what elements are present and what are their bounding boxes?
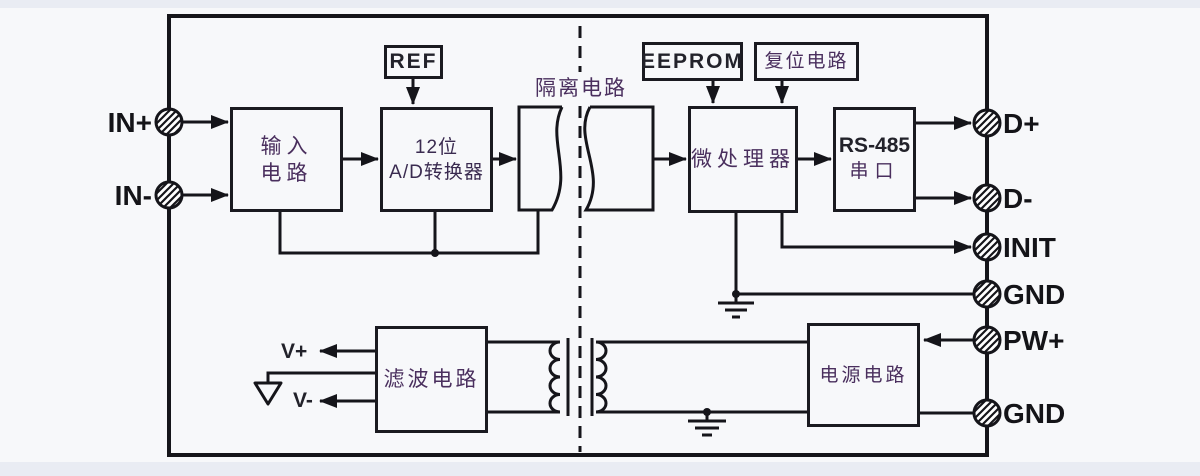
terminal-in-minus <box>154 180 184 210</box>
block-label: 串口 <box>849 161 900 182</box>
wire-analog-common-rail <box>278 210 540 255</box>
block-label: RS-485 <box>838 134 911 157</box>
transformer <box>488 338 807 416</box>
block-reset-circuit: 复位电路 <box>754 42 859 81</box>
block-ad-converter: 12位 A/D转换器 <box>380 107 493 212</box>
block-rs485-serial: RS-485 串口 <box>833 107 916 212</box>
wire-mcu-to-init <box>780 213 972 254</box>
transformer-secondary-coil <box>595 340 807 414</box>
terminal-d-plus <box>972 108 1002 138</box>
digital-ground-symbol <box>718 294 754 319</box>
block-label: EEPROM <box>641 49 745 73</box>
ground-symbols <box>253 294 754 437</box>
terminal-label-d-minus: D- <box>1003 183 1033 214</box>
v-plus-label: V+ <box>281 340 308 363</box>
terminal-label-pw-plus: PW+ <box>1003 325 1065 356</box>
junction-dots <box>431 249 740 416</box>
junction-dot <box>703 408 711 416</box>
block-input-circuit: 输入 电路 <box>230 107 343 212</box>
isolation-box-left <box>517 105 564 212</box>
terminal-d-minus <box>972 183 1002 213</box>
junction-dot <box>732 290 740 298</box>
block-filter-circuit: 滤波电路 <box>375 326 488 433</box>
bottom-edge-strip <box>0 462 1200 476</box>
terminal-label-gnd-1: GND <box>1003 279 1066 310</box>
junction-dot <box>431 249 439 257</box>
terminal-label-in-minus: IN- <box>114 180 152 211</box>
block-power-circuit: 电源电路 <box>807 323 920 427</box>
block-label: 电路 <box>260 161 313 185</box>
analog-ground-triangle-icon <box>253 381 283 406</box>
block-label: 电源电路 <box>819 364 908 386</box>
block-ref: REF <box>384 45 443 79</box>
block-eeprom: EEPROM <box>641 42 745 81</box>
isolation-box-right <box>583 105 655 212</box>
terminal-pw-plus <box>972 325 1002 355</box>
wire-filter-to-analog-ground <box>266 371 375 383</box>
terminal-label-d-plus: D+ <box>1003 108 1040 139</box>
terminal-label-gnd-2: GND <box>1003 398 1066 429</box>
isolation-circuit-label: 隔离电路 <box>528 72 634 102</box>
block-label: A/D转换器 <box>389 161 484 183</box>
block-label: 滤波电路 <box>383 368 480 391</box>
terminal-gnd-1 <box>972 279 1002 309</box>
block-label: 复位电路 <box>764 51 849 72</box>
terminal-gnd-2 <box>972 398 1002 428</box>
top-edge-strip <box>0 0 1200 8</box>
block-label: 微处理器 <box>691 148 795 171</box>
terminal-label-in-plus: IN+ <box>107 107 152 138</box>
block-label: REF <box>389 50 438 73</box>
terminal-circles <box>154 107 1002 428</box>
terminal-in-plus <box>154 107 184 137</box>
v-minus-label: V- <box>293 389 313 412</box>
block-label: 12位 <box>414 136 459 158</box>
block-label: 输入 <box>260 134 313 158</box>
wire-mcu-to-gnd <box>734 213 974 296</box>
transformer-primary-coil <box>488 340 561 414</box>
terminal-init <box>972 232 1002 262</box>
block-microprocessor: 微处理器 <box>688 106 798 213</box>
terminal-label-init: INIT <box>1003 232 1056 263</box>
